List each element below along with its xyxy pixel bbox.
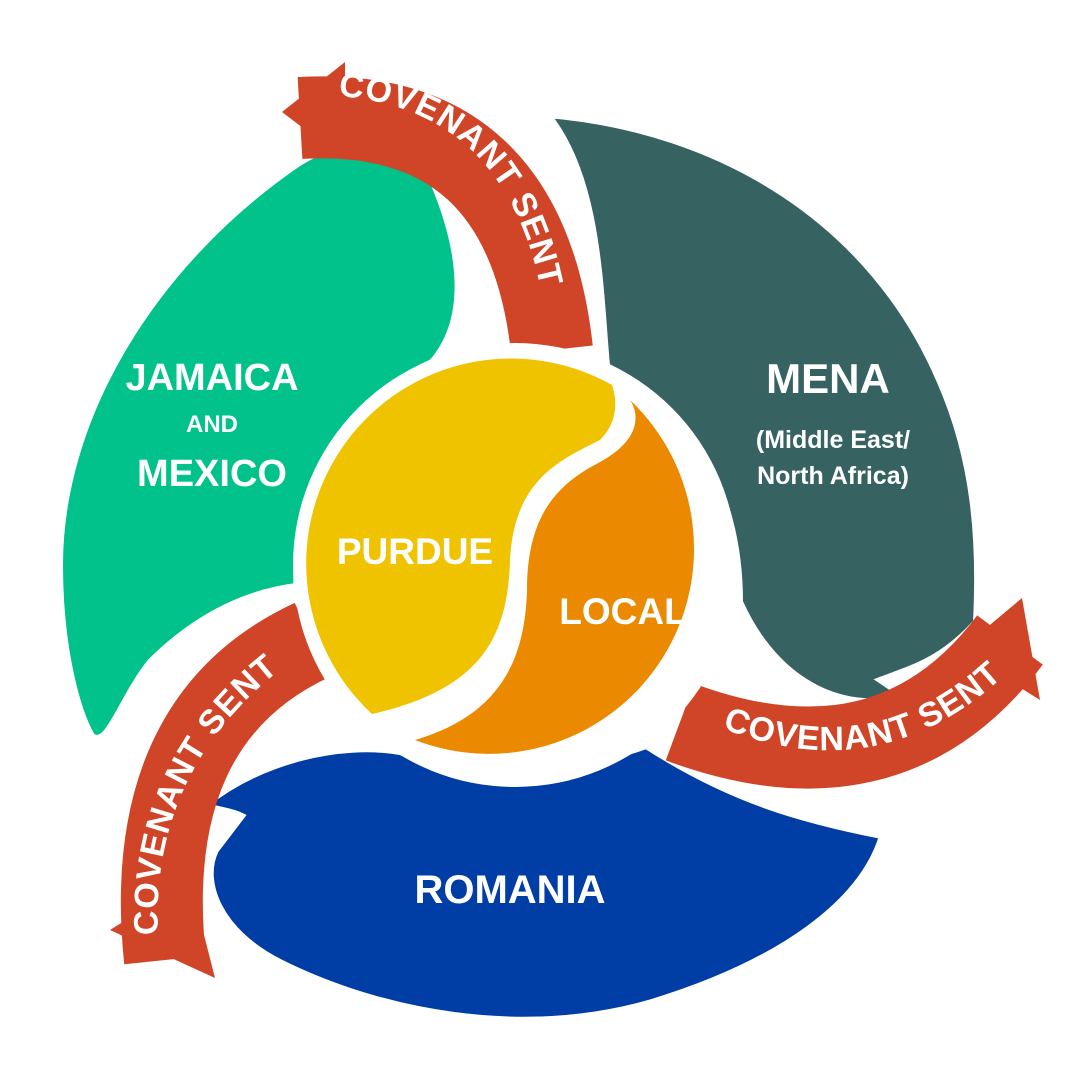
local-label: LOCAL [559, 591, 686, 632]
mena-sub-1: (Middle East/ [756, 426, 910, 454]
local-region [415, 400, 695, 754]
romania-label: ROMANIA [414, 868, 605, 912]
purdue-label: PURDUE [337, 531, 493, 572]
and-label: AND [186, 411, 238, 438]
mexico-label: MEXICO [137, 453, 287, 495]
purdue-region [306, 358, 616, 714]
mena-label: MENA [766, 355, 890, 402]
mena-sub-2: North Africa) [757, 462, 909, 490]
jamaica-label: JAMAICA [125, 357, 298, 399]
